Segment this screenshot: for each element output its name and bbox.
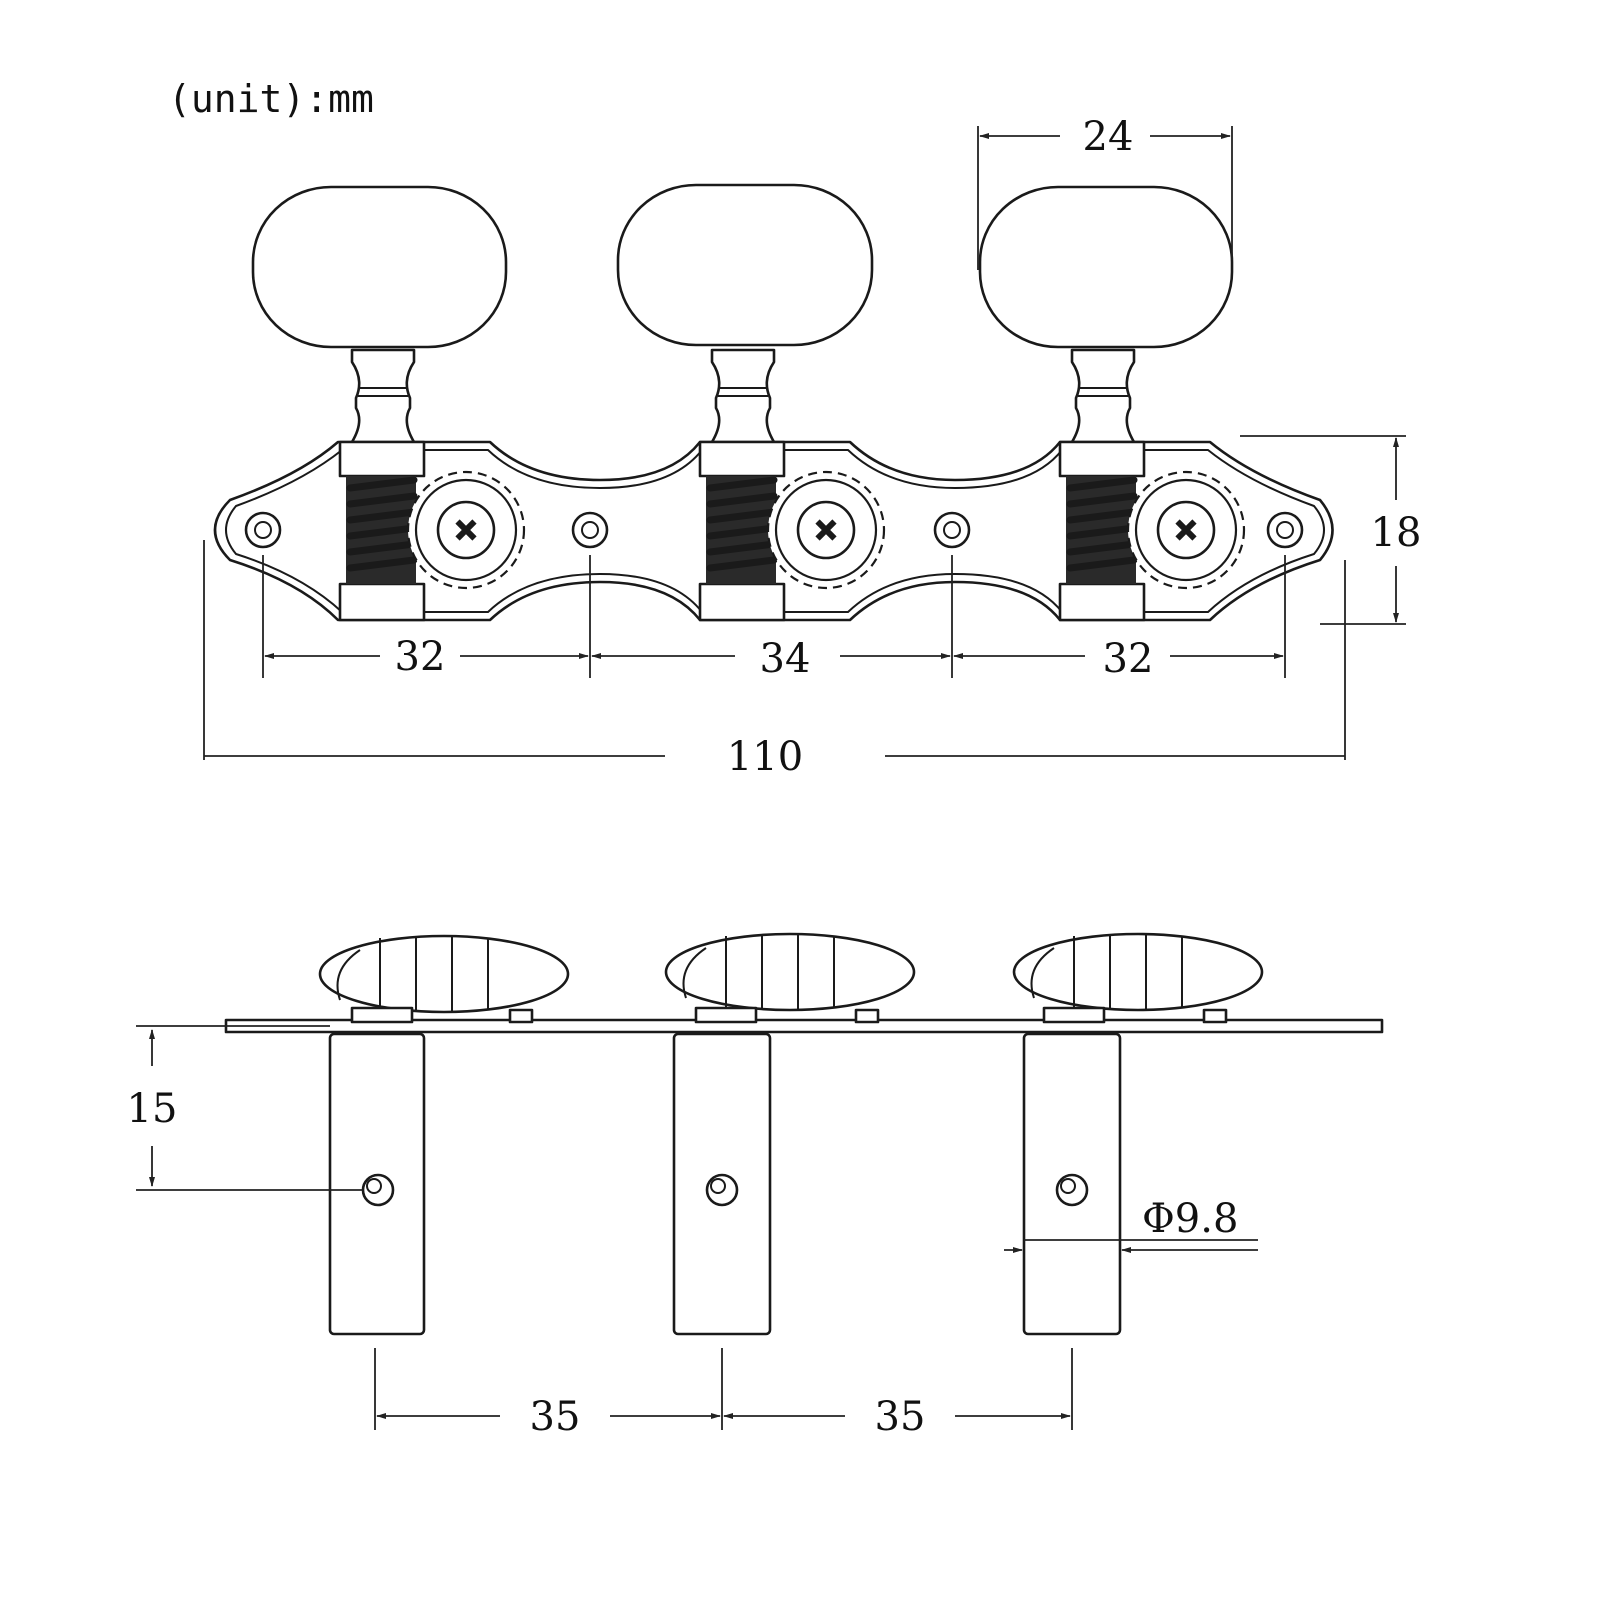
dimension-hole-diameter: Φ9.8 [1004, 1196, 1258, 1253]
dimension-plate-height: 18 [1240, 435, 1422, 625]
tuner-unit [978, 185, 1246, 622]
unit-label: (unit):mm [168, 77, 374, 121]
mounting-hole [1266, 511, 1304, 549]
dimension-post-hole-offset: 15 [127, 1025, 362, 1191]
dimension-label: 15 [127, 1086, 178, 1132]
string-hole [361, 1173, 395, 1207]
dimension-knob-width: 24 [977, 114, 1233, 270]
tuner-unit [616, 183, 886, 622]
side-button [664, 932, 916, 1012]
dimension-post-spacing: 35 35 [374, 1348, 1073, 1440]
side-tuner-unit [318, 934, 570, 1336]
dimension-label: 32 [1103, 636, 1154, 682]
dimension-overall-length: 110 [203, 540, 1346, 780]
tuner-button [616, 183, 874, 347]
tuner-button [978, 185, 1234, 349]
phillips-screw-icon [815, 519, 837, 541]
side-button [1012, 932, 1264, 1012]
dimension-label: 32 [395, 634, 446, 680]
dimension-label: 24 [1083, 114, 1134, 160]
tuner-unit [251, 185, 526, 622]
string-hole [1055, 1173, 1089, 1207]
dimension-label: 110 [727, 734, 803, 780]
top-view: 24 18 32 34 32 [203, 114, 1422, 780]
side-tuner-unit [1012, 932, 1264, 1336]
phillips-screw-icon [1175, 519, 1197, 541]
string-hole [705, 1173, 739, 1207]
dimension-label: 18 [1371, 510, 1422, 556]
side-tuner-unit [664, 932, 916, 1336]
tuner-button [251, 185, 508, 349]
dimension-label: Φ9.8 [1142, 1196, 1238, 1242]
mounting-hole [244, 511, 282, 549]
dimension-hole-spacing: 32 34 32 [262, 555, 1286, 682]
dimension-label: 35 [875, 1394, 926, 1440]
side-view: 15 Φ9.8 35 35 [127, 932, 1384, 1440]
side-button [318, 934, 570, 1014]
dimension-label: 35 [530, 1394, 581, 1440]
dimension-label: 34 [760, 636, 811, 682]
phillips-screw-icon [455, 519, 477, 541]
mounting-hole [571, 511, 609, 549]
mounting-hole [933, 511, 971, 549]
